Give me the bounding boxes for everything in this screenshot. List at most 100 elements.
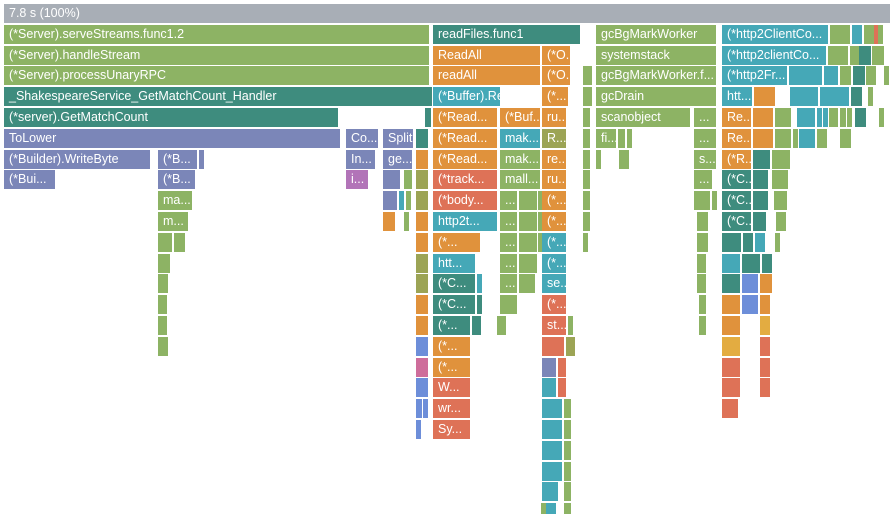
frame-cell[interactable] bbox=[163, 336, 168, 356]
frame-cell[interactable] bbox=[542, 336, 564, 356]
frame-cell[interactable]: ... bbox=[500, 274, 517, 294]
frame-cell[interactable]: ... bbox=[694, 170, 712, 190]
frame-cell[interactable] bbox=[829, 108, 838, 127]
frame-cell[interactable] bbox=[500, 295, 517, 315]
frame-cell[interactable]: (*... bbox=[542, 212, 566, 231]
frame-cell[interactable] bbox=[568, 316, 573, 335]
frame-cell[interactable] bbox=[158, 274, 168, 294]
frame-cell[interactable] bbox=[697, 253, 706, 273]
frame-cell[interactable]: ... bbox=[500, 212, 517, 231]
frame-cell[interactable] bbox=[566, 336, 571, 356]
frame-cell[interactable] bbox=[776, 212, 786, 231]
frame-cell[interactable] bbox=[884, 66, 889, 86]
frame-cell[interactable] bbox=[775, 232, 780, 252]
frame-cell[interactable] bbox=[872, 45, 884, 65]
frame-cell[interactable] bbox=[772, 170, 788, 190]
frame-cell[interactable]: W... bbox=[433, 378, 470, 398]
frame-cell[interactable] bbox=[383, 170, 400, 190]
frame-cell[interactable]: htt... bbox=[722, 87, 752, 107]
frame-cell[interactable] bbox=[697, 274, 706, 294]
frame-cell[interactable] bbox=[399, 191, 404, 211]
frame-cell[interactable] bbox=[790, 87, 818, 107]
frame-cell[interactable]: (*http2Fr... bbox=[722, 66, 787, 86]
frame-cell[interactable] bbox=[743, 232, 753, 252]
frame-cell[interactable] bbox=[830, 24, 850, 44]
frame-cell[interactable] bbox=[423, 399, 428, 419]
frame-cell[interactable] bbox=[519, 274, 535, 294]
frame-cell[interactable] bbox=[722, 295, 740, 315]
frame-cell[interactable] bbox=[158, 336, 163, 356]
frame-cell[interactable] bbox=[406, 191, 411, 211]
frame-cell[interactable]: readFiles.func1 bbox=[433, 24, 580, 44]
frame-cell[interactable]: (*... bbox=[542, 191, 566, 211]
frame-cell[interactable]: wr... bbox=[433, 399, 470, 419]
frame-cell[interactable]: htt... bbox=[433, 253, 475, 273]
frame-cell[interactable]: (*Read... bbox=[433, 108, 497, 127]
frame-cell[interactable] bbox=[583, 149, 590, 169]
frame-cell[interactable]: fi... bbox=[596, 128, 616, 148]
frame-cell[interactable]: (*Buf... bbox=[500, 108, 540, 127]
frame-cell[interactable] bbox=[542, 440, 562, 460]
frame-cell[interactable] bbox=[754, 87, 775, 107]
frame-cell[interactable] bbox=[472, 316, 477, 335]
frame-cell[interactable] bbox=[538, 191, 543, 211]
frame-cell[interactable] bbox=[855, 45, 860, 65]
frame-cell[interactable] bbox=[699, 295, 706, 315]
frame-cell[interactable] bbox=[712, 191, 717, 211]
frame-cell[interactable] bbox=[840, 66, 851, 86]
frame-cell[interactable] bbox=[847, 108, 852, 127]
frame-cell[interactable]: se... bbox=[542, 274, 566, 294]
frame-cell[interactable] bbox=[817, 128, 822, 148]
frame-cell[interactable] bbox=[799, 128, 815, 148]
frame-cell[interactable]: (*C... bbox=[433, 274, 475, 294]
frame-cell[interactable] bbox=[519, 212, 537, 231]
frame-cell[interactable]: (*B... bbox=[158, 170, 195, 190]
frame-cell[interactable]: (*... bbox=[542, 253, 566, 273]
frame-cell[interactable]: mak... bbox=[500, 128, 540, 148]
frame-cell[interactable] bbox=[583, 108, 590, 127]
frame-cell[interactable]: m... bbox=[158, 212, 188, 231]
frame-cell[interactable] bbox=[755, 232, 765, 252]
frame-cell[interactable]: Re... bbox=[722, 108, 751, 127]
frame-cell[interactable] bbox=[624, 149, 629, 169]
frame-cell[interactable] bbox=[619, 149, 624, 169]
frame-cell[interactable] bbox=[742, 253, 760, 273]
frame-cell[interactable] bbox=[416, 149, 428, 169]
frame-cell[interactable]: (*Bui... bbox=[4, 170, 55, 190]
frame-cell[interactable]: ru... bbox=[542, 170, 566, 190]
frame-cell[interactable]: ge... bbox=[383, 149, 412, 169]
frame-cell[interactable] bbox=[501, 316, 506, 335]
frame-cell[interactable] bbox=[416, 399, 422, 419]
frame-cell[interactable] bbox=[866, 66, 876, 86]
frame-cell[interactable] bbox=[158, 295, 167, 315]
frame-cell[interactable] bbox=[722, 232, 741, 252]
frame-cell[interactable]: (*C... bbox=[722, 212, 751, 231]
frame-cell[interactable] bbox=[416, 191, 428, 211]
frame-cell[interactable] bbox=[416, 420, 421, 439]
frame-cell[interactable] bbox=[878, 24, 883, 44]
frame-cell[interactable] bbox=[538, 232, 543, 252]
frame-cell[interactable] bbox=[383, 191, 397, 211]
frame-cell[interactable] bbox=[760, 316, 770, 335]
frame-cell[interactable] bbox=[618, 128, 625, 148]
frame-cell[interactable] bbox=[564, 461, 571, 481]
frame-cell[interactable] bbox=[789, 66, 822, 86]
frame-cell[interactable]: ... bbox=[500, 253, 517, 273]
frame-cell[interactable]: (*... bbox=[542, 232, 566, 252]
frame-cell[interactable] bbox=[583, 66, 592, 86]
frame-cell[interactable] bbox=[583, 232, 588, 252]
frame-cell[interactable] bbox=[542, 420, 562, 439]
frame-cell[interactable]: (*Server).handleStream bbox=[4, 45, 429, 65]
frame-cell[interactable] bbox=[583, 128, 590, 148]
frame-cell[interactable]: R... bbox=[542, 128, 566, 148]
frame-cell[interactable]: (*O... bbox=[542, 66, 570, 86]
frame-cell[interactable] bbox=[760, 295, 770, 315]
frame-cell[interactable] bbox=[416, 253, 428, 273]
frame-cell[interactable] bbox=[416, 336, 428, 356]
frame-cell[interactable]: gcDrain bbox=[596, 87, 716, 107]
frame-cell[interactable] bbox=[564, 399, 571, 419]
frame-cell[interactable] bbox=[821, 128, 827, 148]
frame-cell[interactable] bbox=[542, 461, 562, 481]
frame-cell[interactable]: ... bbox=[694, 128, 716, 148]
frame-cell[interactable] bbox=[742, 295, 758, 315]
